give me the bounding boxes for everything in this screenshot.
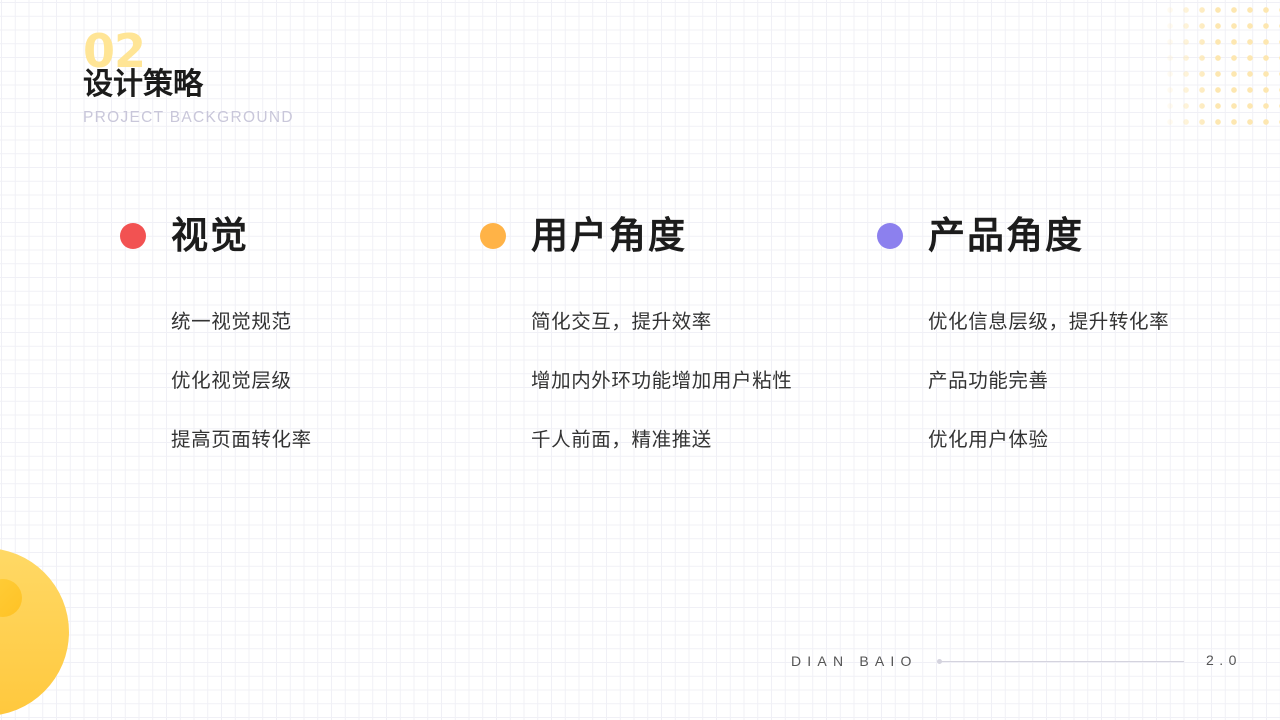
column-title: 视觉 — [171, 214, 249, 257]
red-dot-icon — [120, 223, 146, 249]
strategy-list: 简化交互，提升效率 增加内外环功能增加用户粘性 千人前面，精准推送 — [531, 309, 792, 486]
footer-version: 2.0 — [1206, 652, 1242, 668]
purple-dot-icon — [877, 223, 903, 249]
list-item: 提高页面转化率 — [171, 428, 312, 451]
list-item: 产品功能完善 — [928, 369, 1049, 392]
orange-dot-icon — [480, 223, 506, 249]
list-item: 优化用户体验 — [928, 428, 1049, 451]
list-item: 简化交互，提升效率 — [531, 310, 712, 333]
list-item: 优化信息层级，提升转化率 — [928, 310, 1170, 333]
list-item: 增加内外环功能增加用户粘性 — [531, 369, 793, 392]
list-item: 统一视觉规范 — [171, 310, 292, 333]
yellow-circle-decoration — [0, 548, 69, 716]
page-subtitle: PROJECT BACKGROUND — [83, 109, 294, 126]
strategy-list: 统一视觉规范 优化视觉层级 提高页面转化率 — [171, 309, 312, 486]
footer-divider — [938, 661, 1184, 662]
column-title: 产品角度 — [928, 214, 1084, 257]
dot-pattern-decoration — [1160, 0, 1280, 125]
column-title: 用户角度 — [531, 214, 687, 257]
list-item: 优化视觉层级 — [171, 369, 292, 392]
section-number: 02 — [83, 24, 146, 78]
list-item: 千人前面，精准推送 — [531, 428, 712, 451]
page-title: 设计策略 — [83, 67, 203, 102]
page-header: 02 设计策略 PROJECT BACKGROUND — [83, 28, 343, 134]
footer-brand: DIAN BAIO — [791, 653, 918, 669]
small-yellow-circle-decoration — [0, 579, 22, 617]
strategy-list: 优化信息层级，提升转化率 产品功能完善 优化用户体验 — [928, 309, 1169, 486]
